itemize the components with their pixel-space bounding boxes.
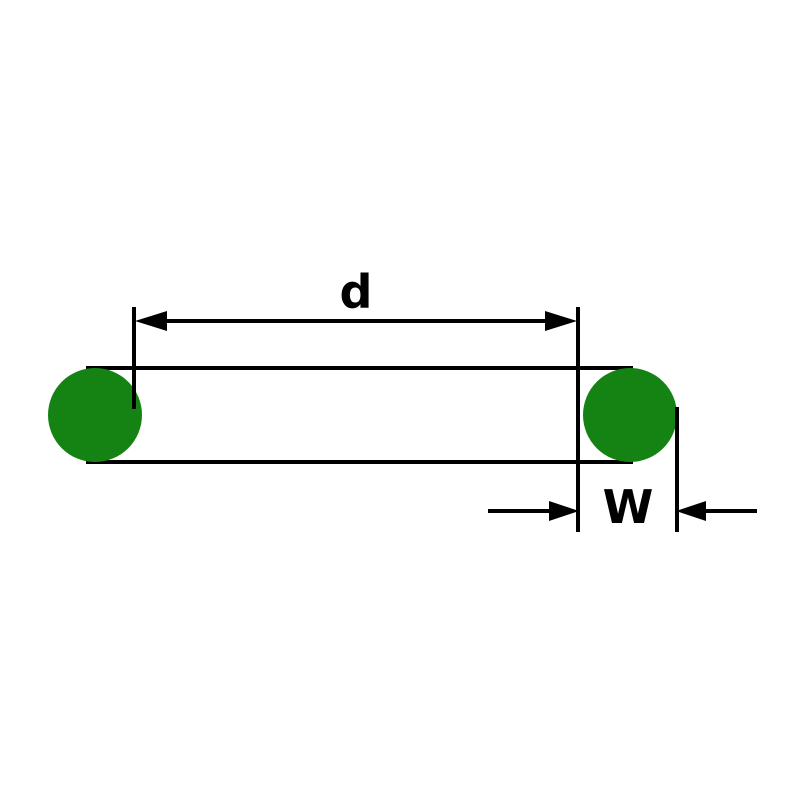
oring-left-cross-section <box>48 368 142 462</box>
oring-right-cross-section <box>583 368 677 462</box>
d-arrowhead-left-icon <box>135 311 167 331</box>
d-arrowhead-right-icon <box>545 311 577 331</box>
w-arrowhead-left-icon <box>549 501 579 521</box>
w-dimension-label: W <box>603 480 654 534</box>
d-dimension-label: d <box>340 265 373 319</box>
w-arrowhead-right-icon <box>676 501 706 521</box>
